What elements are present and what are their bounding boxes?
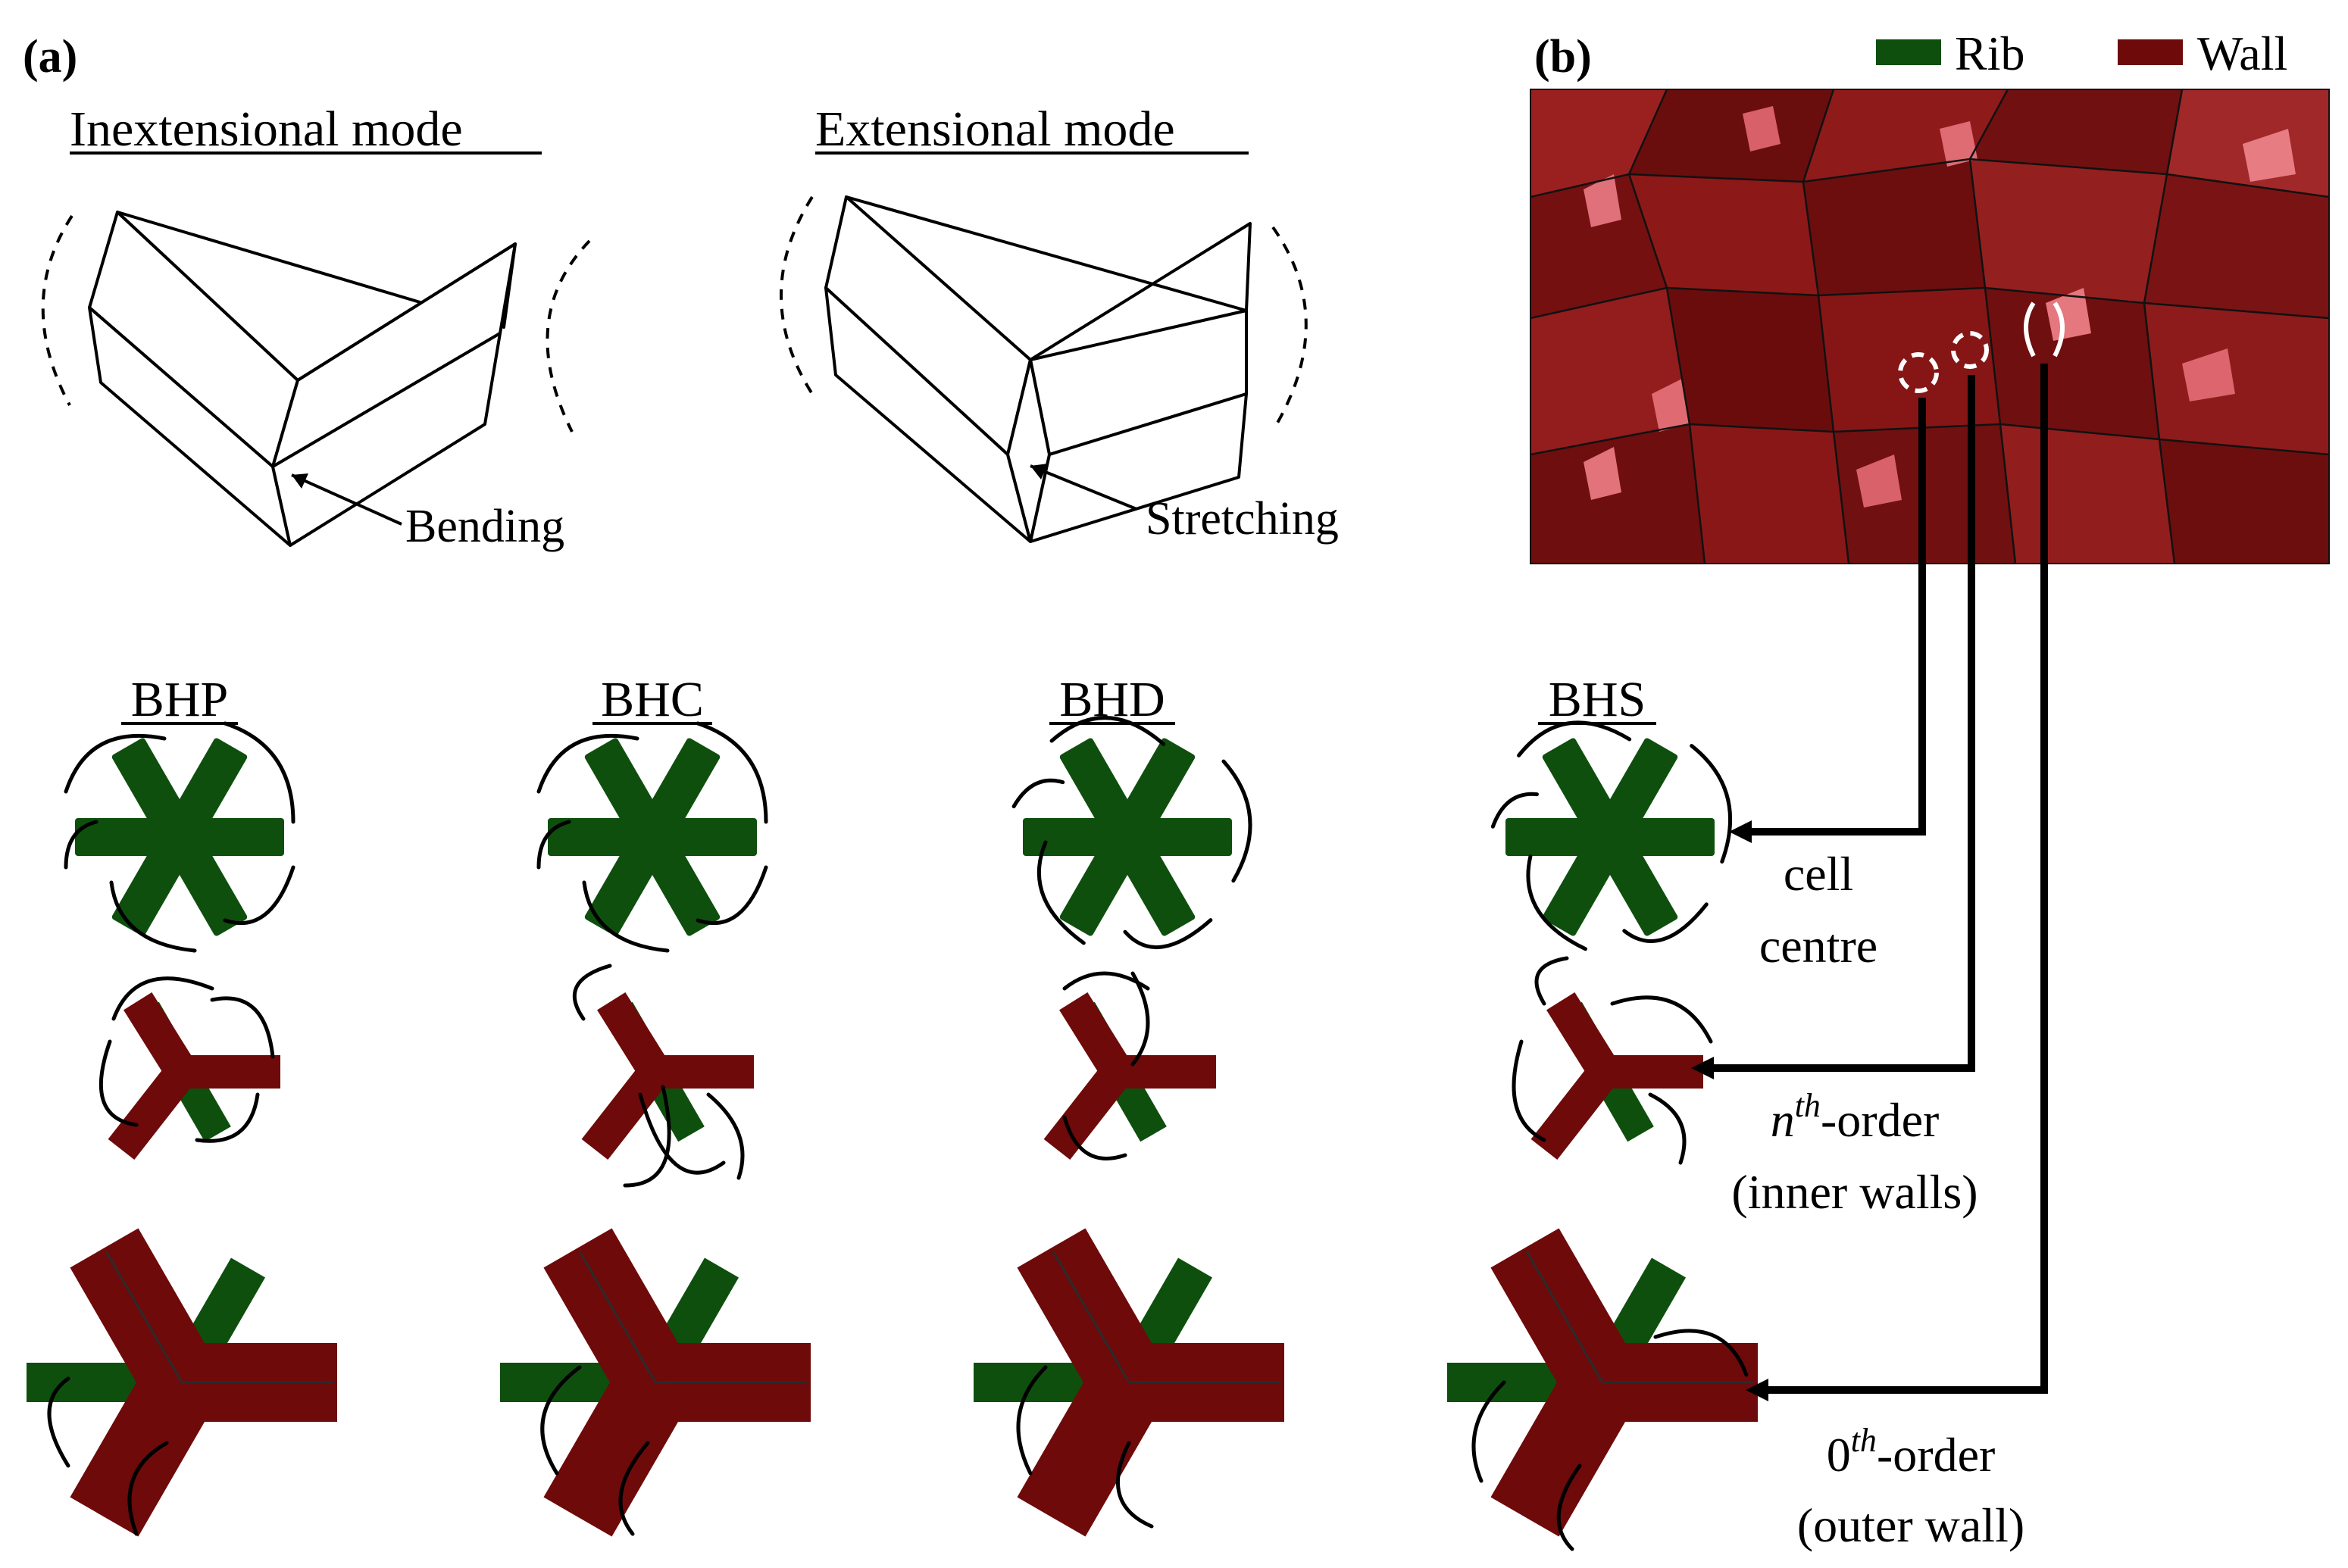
legend: Rib Wall [1876,27,2287,80]
inextensional-mode-title: Inextensional mode [70,102,463,157]
bhd-cell-centre-star [972,682,1283,992]
callout-nth-order: nth-order [1771,1087,1940,1147]
bhd-inner-junction [1043,971,1216,1160]
row-cell-centre [66,682,1756,992]
bhc-cell-centre-star [539,723,766,951]
callout-inner-walls: (inner walls) [1731,1165,1978,1219]
callout-cell-centre-line2: centre [1759,919,1877,973]
callout-labels: cell centre nth-order (inner walls) 0th-… [1731,847,2024,1552]
extensional-mode-figure: Extensional mode Stretching [780,102,1339,545]
bhs-cell-centre-star [1465,692,1756,983]
inextensional-mode-figure: Inextensional mode Bending [41,102,591,552]
bhc-outer-junction [499,1226,812,1538]
stretching-annotation: Stretching [1146,493,1339,545]
legend-label-wall: Wall [2197,27,2287,80]
column-header-bhc: BHC [601,672,704,727]
bhc-inner-junction [572,964,754,1188]
bhd-outer-junction [972,1226,1286,1538]
foam-render-image [1530,89,2330,564]
column-headers: BHP BHC BHD BHS [121,672,1656,727]
panel-b-label: (b) [1534,31,1592,83]
bhs-outer-junction [1446,1226,1759,1551]
legend-label-rib: Rib [1955,27,2024,80]
bhs-inner-junction [1512,956,1713,1165]
column-header-bhs: BHS [1549,672,1646,727]
panel-a-label: (a) [23,31,77,83]
bhp-inner-junction [98,976,280,1160]
column-header-bhp: BHP [131,672,228,727]
row-outer-wall [25,1226,1759,1551]
bhp-cell-centre-star [66,723,293,951]
callout-outer-wall: (outer wall) [1797,1498,2024,1552]
extensional-mode-title: Extensional mode [815,102,1175,157]
callout-cell-centre-line1: cell [1784,847,1853,901]
bending-annotation: Bending [405,501,564,552]
legend-swatch-wall [2118,39,2183,65]
legend-swatch-rib [1876,39,1941,65]
callout-zeroth-order: 0th-order [1827,1422,1996,1482]
callout-lines [1691,364,2048,1401]
bhp-outer-junction [25,1226,339,1538]
row-inner-walls [98,956,1713,1188]
